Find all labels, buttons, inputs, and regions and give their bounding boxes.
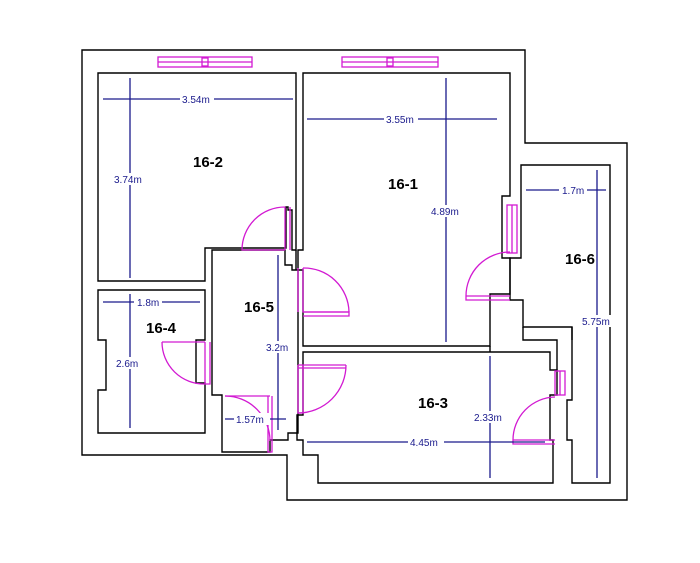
dimension-lines bbox=[103, 78, 606, 478]
inner-walls bbox=[97, 72, 611, 484]
door-16-1 bbox=[297, 267, 350, 317]
window-16-3-right bbox=[554, 370, 566, 396]
dim-16-3-width: 4.45m bbox=[410, 438, 438, 449]
door-16-3-right bbox=[512, 396, 556, 445]
window-16-1 bbox=[341, 56, 439, 68]
door-16-4 bbox=[161, 341, 211, 385]
dim-16-3-height: 2.33m bbox=[474, 413, 502, 424]
room-label-16-6: 16-6 bbox=[565, 251, 595, 268]
dim-16-4-height: 2.6m bbox=[116, 359, 138, 370]
door-16-3 bbox=[297, 364, 347, 414]
door-16-6 bbox=[465, 251, 511, 301]
dim-16-4-width: 1.8m bbox=[137, 298, 159, 309]
doors bbox=[161, 206, 556, 453]
window-16-2 bbox=[157, 56, 253, 68]
door-16-2 bbox=[241, 206, 291, 251]
dimension-labels: 3.54m 3.74m 3.55m 4.89m 1.7m 5.75m 1.8m … bbox=[112, 93, 614, 449]
room-label-16-2: 16-2 bbox=[193, 154, 223, 171]
outer-walls bbox=[81, 49, 628, 501]
window-16-1-right bbox=[506, 204, 518, 254]
dim-16-6-height: 5.75m bbox=[582, 317, 610, 328]
room-label-16-3: 16-3 bbox=[418, 395, 448, 412]
windows bbox=[157, 56, 566, 396]
dim-16-2-width: 3.54m bbox=[182, 95, 210, 106]
dim-16-6-width: 1.7m bbox=[562, 186, 584, 197]
room-labels: 16-2 16-1 16-6 16-4 16-5 16-3 bbox=[146, 154, 595, 412]
room-label-16-1: 16-1 bbox=[388, 176, 418, 193]
room-label-16-4: 16-4 bbox=[146, 320, 177, 337]
dim-16-2-height: 3.74m bbox=[114, 175, 142, 186]
room-label-16-5: 16-5 bbox=[244, 299, 274, 316]
dim-16-1-width: 3.55m bbox=[386, 115, 414, 126]
dim-16-5-height: 3.2m bbox=[266, 343, 288, 354]
dim-16-1-height: 4.89m bbox=[431, 207, 459, 218]
dim-16-5-width: 1.57m bbox=[236, 415, 264, 426]
